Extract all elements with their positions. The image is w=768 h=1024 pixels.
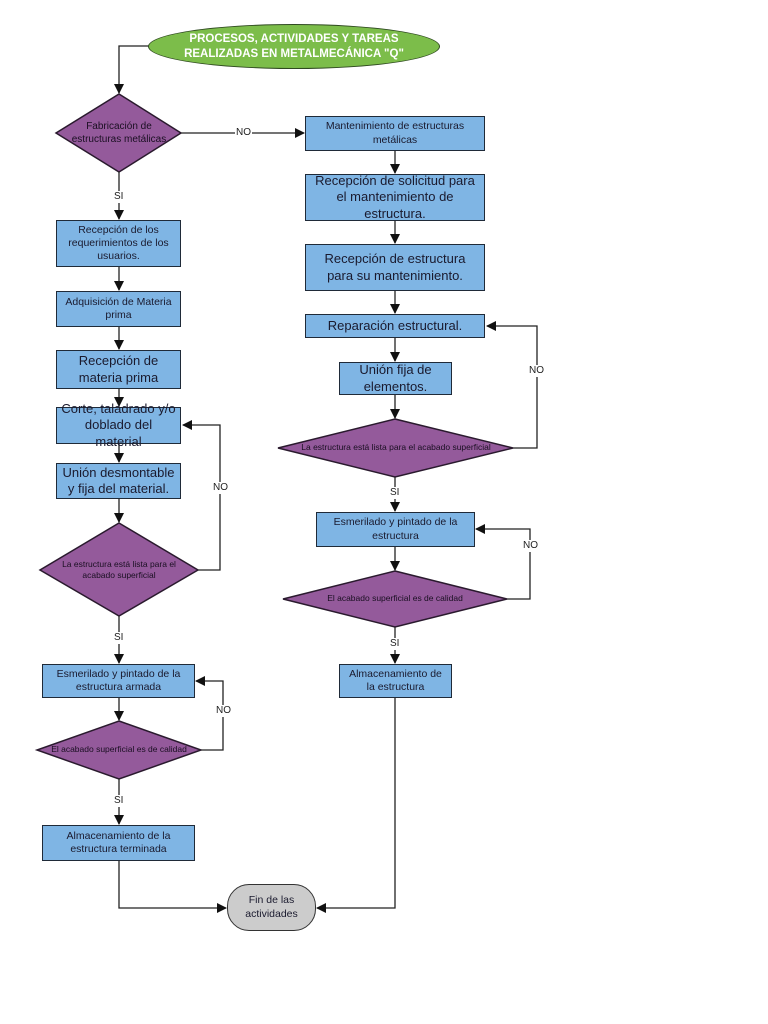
end-terminator: Fin de las actividades <box>227 884 316 931</box>
process-label: Esmerilado y pintado de la estructura ar… <box>56 667 181 693</box>
process-label: Recepción de los requerimientos de los u… <box>68 223 169 263</box>
process-label: Recepción de solicitud para el mantenimi… <box>315 173 475 221</box>
edge-r-lista-no <box>486 321 538 449</box>
process-label: Recepción de materia prima <box>78 353 159 385</box>
process-mantenimiento: Mantenimiento de estructuras metálicas <box>305 116 485 151</box>
edge-r-calidad-no <box>475 524 531 600</box>
end-label: Fin de las actividades <box>245 894 298 920</box>
edge-label-si-left-calidad: SI <box>113 795 125 807</box>
edge-label-si-left-lista: SI <box>113 632 125 644</box>
process-union-fija: Unión fija de elementos. <box>339 362 452 395</box>
edge-label-no-right-calidad: NO <box>522 540 539 552</box>
decision-fabricacion-shape <box>54 93 183 173</box>
process-label: Almacenamiento de la estructura <box>349 667 442 693</box>
process-recepcion-requerimientos: Recepción de los requerimientos de los u… <box>56 220 181 267</box>
process-esmerilado: Esmerilado y pintado de la estructura <box>316 512 475 547</box>
process-recepcion-solicitud: Recepción de solicitud para el mantenimi… <box>305 173 485 221</box>
edge-label-no-left-lista: NO <box>212 482 229 494</box>
edge-label-no-main: NO <box>235 127 252 139</box>
process-almacenamiento: Almacenamiento de la estructura <box>339 664 452 698</box>
start-label: PROCESOS, ACTIVIDADES Y TAREAS REALIZADA… <box>184 33 404 60</box>
process-reparacion: Reparación estructural. <box>305 314 485 338</box>
process-label: Almacenamiento de la estructura terminad… <box>66 829 171 855</box>
process-label: Unión desmontable y fija del material. <box>62 464 175 496</box>
process-label: Corte, taladrado y/o doblado del materia… <box>61 401 176 449</box>
decision-right-calidad-shape <box>282 570 508 628</box>
process-label: Recepción de estructura para su mantenim… <box>324 251 466 283</box>
edge-label-si-main: SI <box>113 191 125 203</box>
edge-r-to-end <box>316 698 396 913</box>
process-union-desmontable: Unión desmontable y fija del material. <box>56 463 181 499</box>
process-corte-taladrado: Corte, taladrado y/o doblado del materia… <box>56 401 181 449</box>
edge-start-to-fabricacion <box>114 45 150 94</box>
edge-label-si-right-lista: SI <box>389 487 401 499</box>
process-recepcion-materia: Recepción de materia prima <box>56 350 181 389</box>
decision-left-lista-shape <box>38 522 200 617</box>
process-adquisicion-materia: Adquisición de Materia prima <box>56 291 181 327</box>
edge-label-no-left-calidad: NO <box>215 705 232 717</box>
process-almacenamiento-terminada: Almacenamiento de la estructura terminad… <box>42 825 195 861</box>
process-label: Reparación estructural. <box>327 317 463 333</box>
edge-l-to-end <box>118 861 227 913</box>
decision-left-calidad-shape <box>34 720 204 780</box>
process-label: Esmerilado y pintado de la estructura <box>333 516 458 542</box>
edge-label-si-right-calidad: SI <box>389 638 401 650</box>
process-recepcion-estructura: Recepción de estructura para su mantenim… <box>305 244 485 291</box>
process-label: Adquisición de Materia prima <box>65 295 172 321</box>
edge-l-lista-no <box>182 420 221 571</box>
process-label: Mantenimiento de estructuras metálicas <box>325 120 465 146</box>
decision-right-lista-shape <box>277 418 514 478</box>
start-terminator: PROCESOS, ACTIVIDADES Y TAREAS REALIZADA… <box>148 24 440 69</box>
process-esmerilado-armada: Esmerilado y pintado de la estructura ar… <box>42 664 195 698</box>
process-label: Unión fija de elementos. <box>359 362 432 394</box>
edge-label-no-right-lista: NO <box>528 365 545 377</box>
